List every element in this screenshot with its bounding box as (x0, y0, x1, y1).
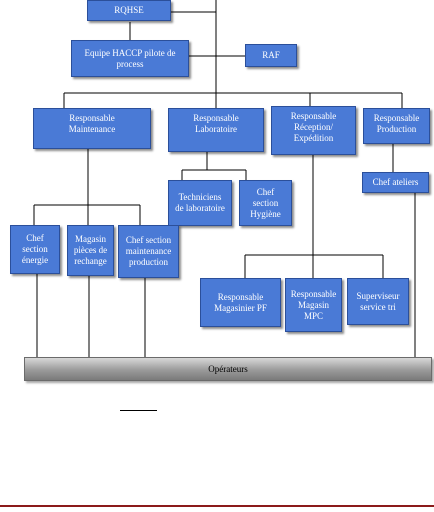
chef-ateliers-label: Chef ateliers (372, 177, 419, 187)
magasin-pieces-label: Magasin pièces de rechange (73, 234, 108, 266)
short-rule (120, 410, 157, 411)
responsable-magasin-mpc-box: Responsable Magasin MPC (285, 278, 342, 332)
operateurs-bar: Opérateurs (24, 357, 432, 381)
raf-box: RAF (245, 44, 297, 67)
haccp-team-box: Equipe HACCP pilote de process (71, 40, 189, 77)
responsable-production-box: Responsable Production (363, 108, 430, 144)
responsable-laboratoire-box: Responsable Laboratoire (168, 108, 264, 152)
chef-section-hygiene-label: Chef section Hygiène (250, 186, 281, 219)
responsable-reception-box: Responsable Réception/ Expédition (271, 106, 356, 155)
superviseur-service-tri-label: Superviseur service tri (356, 290, 400, 312)
haccp-team-label: Equipe HACCP pilote de process (84, 47, 176, 69)
chef-ateliers-box: Chef ateliers (362, 172, 429, 193)
raf-label: RAF (262, 50, 280, 60)
chef-section-energie-box: Chef section énergie (10, 225, 60, 274)
techniciens-laboratoire-label: Techniciens de laboratoire (175, 192, 225, 213)
responsable-maintenance-box: Responsable Maintenance (33, 108, 151, 149)
chef-section-energie-label: Chef section énergie (21, 233, 49, 265)
superviseur-service-tri-box: Superviseur service tri (347, 278, 409, 325)
responsable-production-label: Responsable Production (373, 113, 420, 134)
chef-section-maintenance-production-label: Chef section maintenance production (125, 235, 172, 267)
chef-section-hygiene-box: Chef section Hygiène (239, 180, 292, 226)
chef-section-maintenance-production-box: Chef section maintenance production (118, 225, 179, 278)
rqhse-box: RQHSE (87, 0, 171, 21)
responsable-reception-label: Responsable Réception/ Expédition (290, 111, 337, 143)
operateurs-label: Opérateurs (208, 364, 248, 374)
magasin-pieces-box: Magasin pièces de rechange (67, 225, 114, 276)
techniciens-laboratoire-box: Techniciens de laboratoire (168, 180, 232, 226)
responsable-laboratoire-label: Responsable Laboratoire (193, 113, 239, 134)
responsable-magasin-mpc-label: Responsable Magasin MPC (290, 288, 337, 321)
responsable-magasinier-pf-box: Responsable Magasinier PF (200, 278, 281, 327)
rqhse-label: RQHSE (114, 5, 144, 15)
responsable-maintenance-label: Responsable Maintenance (68, 113, 116, 134)
footer-rule (0, 505, 434, 507)
responsable-magasinier-pf-label: Responsable Magasinier PF (214, 291, 267, 313)
